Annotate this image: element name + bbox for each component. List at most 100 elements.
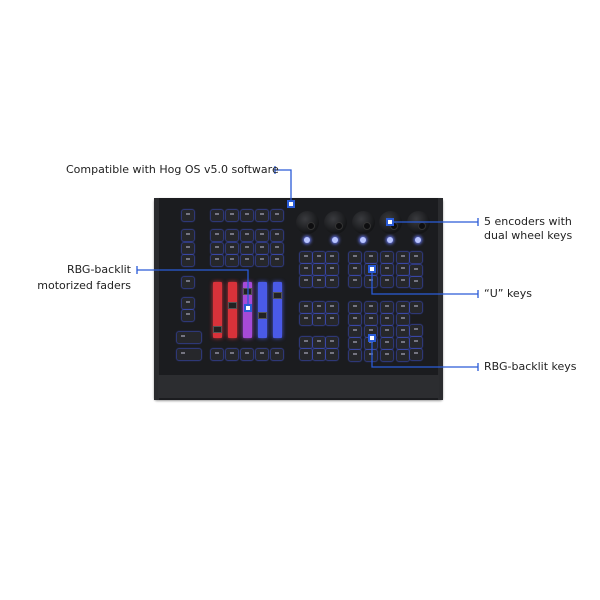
console-key <box>397 252 409 263</box>
callout-backlit-keys: RBG-backlit keys <box>484 360 577 373</box>
console-key <box>211 210 223 221</box>
console-key <box>300 314 312 325</box>
callout-u-keys: “U” keys <box>484 287 532 300</box>
callout-line-faders <box>137 269 249 308</box>
console-key <box>349 350 361 361</box>
encoder-wheel-key-led <box>304 237 310 243</box>
console-key <box>271 242 283 254</box>
console-key <box>410 277 422 288</box>
callout-marker-u-keys <box>368 265 376 273</box>
console-key <box>381 302 393 313</box>
console-key <box>410 265 422 276</box>
console-key <box>349 302 361 313</box>
console-key <box>211 242 223 254</box>
console-key <box>226 230 238 241</box>
console-key <box>182 230 194 241</box>
console-key <box>300 349 312 360</box>
motorized-fader <box>213 282 222 338</box>
callout-marker-encoders <box>386 218 394 226</box>
console-key <box>313 314 325 325</box>
console-key <box>241 230 253 241</box>
console-key <box>365 326 377 337</box>
console-key <box>182 298 194 309</box>
console-key <box>326 314 338 325</box>
console-key <box>226 210 238 221</box>
callout-marker-backlit-keys <box>368 334 376 342</box>
console-key <box>397 326 409 337</box>
console-key <box>397 338 409 349</box>
callout-faders-line2: motorized faders <box>37 279 131 292</box>
console-key <box>313 337 325 348</box>
console-key <box>365 302 377 313</box>
console-key <box>313 349 325 360</box>
console-key <box>256 349 268 360</box>
console-key <box>211 349 223 360</box>
console-key <box>300 337 312 348</box>
motorized-fader <box>273 282 282 338</box>
console-key <box>177 332 201 343</box>
motorized-fader <box>228 282 237 338</box>
console-key <box>256 210 268 221</box>
console-key <box>182 210 194 221</box>
console-key <box>349 338 361 349</box>
encoder-wheel-key-led <box>332 237 338 243</box>
console-key <box>381 314 393 325</box>
console-key <box>365 314 377 325</box>
console-key <box>410 349 422 360</box>
console-key <box>326 349 338 360</box>
callout-faders-line1: RBG-backlit <box>66 263 131 276</box>
console-key <box>211 255 223 266</box>
motorized-fader <box>258 282 267 338</box>
encoder-wheel-key-led <box>360 237 366 243</box>
console-key <box>182 243 194 254</box>
console-key <box>410 325 422 336</box>
console-key <box>410 302 422 313</box>
encoder-knob <box>295 210 319 234</box>
console-key <box>365 276 377 287</box>
fader-cap <box>258 312 267 319</box>
console-key <box>256 242 268 254</box>
console-key <box>300 252 312 263</box>
console-key <box>241 210 253 221</box>
console-key <box>313 302 325 313</box>
console-key <box>226 349 238 360</box>
console-front-strip <box>158 375 439 398</box>
console-key <box>326 264 338 275</box>
console-key <box>349 264 361 275</box>
console-key <box>256 255 268 266</box>
callout-marker-faders <box>244 304 252 312</box>
console-side-right <box>438 198 443 400</box>
console-key <box>365 350 377 361</box>
console-key <box>226 255 238 266</box>
callout-line-u-keys <box>371 269 478 295</box>
fader-cap <box>213 326 222 333</box>
console-key <box>300 264 312 275</box>
callout-software: Compatible with Hog OS v5.0 software <box>66 163 279 176</box>
console-key <box>365 252 377 263</box>
fader-cap <box>228 302 237 309</box>
console-key <box>241 349 253 360</box>
callout-line-backlit-keys <box>371 338 478 368</box>
console-key <box>241 255 253 266</box>
console-key <box>300 302 312 313</box>
console-key <box>349 252 361 263</box>
console-key <box>241 242 253 254</box>
console-key <box>313 276 325 287</box>
console-key <box>397 302 409 313</box>
console-key <box>381 276 393 287</box>
console-key <box>300 276 312 287</box>
console-key <box>326 252 338 263</box>
console-key <box>271 210 283 221</box>
console-key <box>271 255 283 266</box>
console-key <box>182 255 194 266</box>
console-key <box>326 302 338 313</box>
encoder-knob <box>351 210 375 234</box>
console-side-left <box>154 198 159 400</box>
console-key <box>349 276 361 287</box>
console-key <box>326 337 338 348</box>
callout-line-software <box>275 169 292 204</box>
callout-encoders-line2: dual wheel keys <box>484 229 573 242</box>
console-key <box>256 230 268 241</box>
